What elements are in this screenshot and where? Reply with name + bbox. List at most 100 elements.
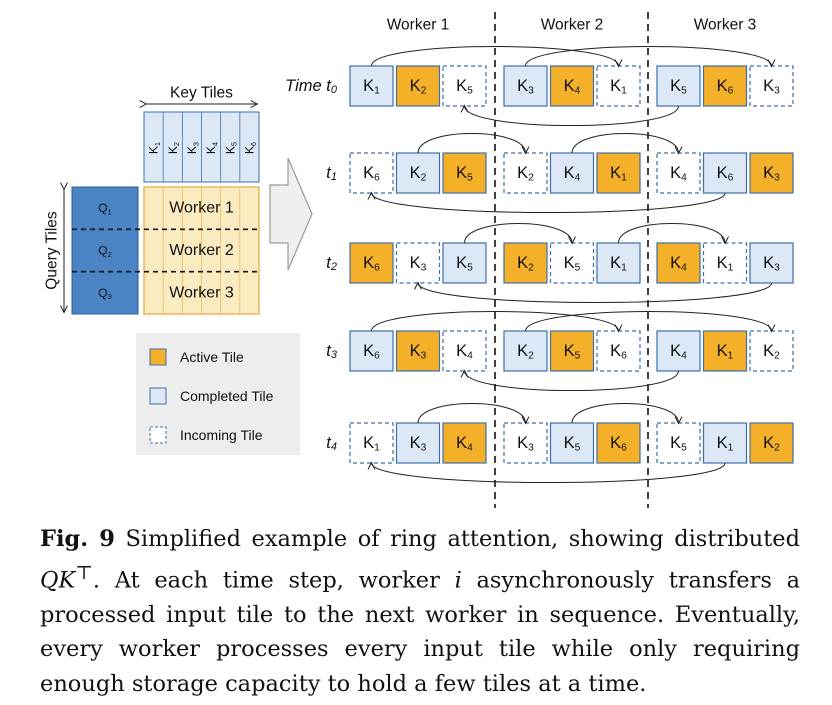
tile-incoming — [596, 330, 641, 372]
time-step-label: Time t0 — [285, 77, 338, 96]
tile-label: K2 — [410, 164, 427, 183]
query-tile-label: Q2 — [98, 244, 111, 259]
tile-completed — [503, 330, 548, 372]
tile-label: K3 — [410, 254, 427, 273]
key-tile-label: K4 — [204, 142, 219, 154]
tile-active — [656, 242, 701, 284]
tile-completed — [349, 330, 394, 372]
query-tiles-title: Query Tiles — [44, 211, 61, 290]
wraparound-arrow — [372, 193, 726, 213]
tile-incoming — [503, 422, 548, 464]
tile-active — [349, 242, 394, 284]
transfer-arrow — [371, 46, 619, 67]
tile-active — [749, 152, 794, 194]
tile-label: K5 — [564, 434, 581, 453]
tile-label: K1 — [363, 77, 380, 96]
tile-incoming — [549, 242, 595, 284]
tile-label: K2 — [763, 342, 780, 361]
transfer-arrow — [417, 403, 526, 424]
tile-active — [596, 422, 641, 464]
tile-label: K3 — [763, 254, 780, 273]
tile-completed — [596, 242, 641, 284]
tile-label: K6 — [363, 164, 380, 183]
tile-active — [702, 330, 748, 372]
caption-text-2: . At each time step, worker — [92, 567, 440, 593]
tile-label: K5 — [456, 77, 473, 96]
key-tile-label: K2 — [166, 142, 181, 154]
tile-completed — [503, 65, 548, 107]
tile-label: K1 — [610, 164, 627, 183]
transfer-arrow — [525, 46, 772, 67]
tile-label: K3 — [763, 164, 780, 183]
key-tile-label: K3 — [185, 142, 200, 154]
caption-text-3: asynchronously transfers a processed inp… — [40, 567, 801, 697]
tile-label: K5 — [564, 342, 581, 361]
query-tiles-block — [71, 186, 139, 315]
tile-incoming — [749, 65, 794, 107]
worker-column-header: Worker 1 — [387, 17, 450, 34]
tile-active — [749, 422, 794, 464]
tile-label: K2 — [763, 434, 780, 453]
legend-swatch-completed — [149, 387, 167, 405]
key-tile-label: K6 — [242, 142, 257, 154]
worker-row-label: Worker 3 — [169, 284, 234, 301]
legend-label-incoming: Incoming Tile — [180, 427, 263, 443]
tile-incoming — [395, 242, 441, 284]
tile-completed — [656, 330, 701, 372]
transfer-arrow — [417, 133, 526, 154]
worker-row-label: Worker 1 — [169, 200, 234, 217]
tile-label: K3 — [517, 77, 534, 96]
tile-active — [596, 152, 641, 194]
tile-incoming — [349, 422, 394, 464]
tile-label: K4 — [564, 164, 581, 183]
tile-active — [702, 65, 748, 107]
wraparound-arrow — [465, 106, 679, 126]
tile-label: K2 — [517, 164, 534, 183]
tile-label: K4 — [670, 342, 687, 361]
key-tile-label: K5 — [223, 142, 238, 154]
tile-completed — [749, 242, 794, 284]
tile-label: K1 — [610, 254, 627, 273]
tile-label: K4 — [670, 164, 687, 183]
tile-completed — [349, 65, 394, 107]
worker-column-header: Worker 2 — [541, 17, 604, 34]
time-step-label: t3 — [326, 342, 338, 361]
wraparound-arrow — [372, 463, 726, 483]
tile-label: K5 — [670, 434, 687, 453]
tile-completed — [549, 422, 595, 464]
tile-label: K5 — [670, 77, 687, 96]
tile-incoming — [442, 330, 487, 372]
caption-math-i: i — [454, 567, 462, 593]
legend-label-completed: Completed Tile — [180, 388, 274, 404]
caption-label: Fig. 9 — [40, 526, 115, 552]
tile-label: K1 — [717, 342, 734, 361]
tile-label: K6 — [610, 434, 627, 453]
transfer-arrow — [371, 311, 619, 332]
figure-caption: Fig. 9 Simplified example of ring attent… — [40, 522, 800, 701]
tile-label: K2 — [517, 254, 534, 273]
tile-label: K1 — [717, 434, 734, 453]
caption-math-transpose: ⊤ — [75, 562, 93, 584]
wraparound-arrow — [418, 283, 772, 303]
tile-active — [442, 152, 487, 194]
tile-label: K3 — [410, 434, 427, 453]
time-step-label: t4 — [326, 434, 337, 453]
tile-label: K3 — [517, 434, 534, 453]
query-tile-label: Q1 — [98, 201, 111, 216]
tile-incoming — [442, 65, 487, 107]
tile-active — [442, 422, 487, 464]
tile-label: K6 — [363, 254, 380, 273]
tile-label: K2 — [517, 342, 534, 361]
worker-row-label: Worker 2 — [169, 242, 234, 259]
transfer-arrow — [525, 311, 772, 332]
tile-label: K6 — [610, 342, 627, 361]
tile-label: K5 — [456, 254, 473, 273]
tile-label: K5 — [456, 164, 473, 183]
tile-label: K4 — [456, 434, 473, 453]
tile-incoming — [596, 65, 641, 107]
legend-swatch-incoming — [149, 426, 167, 444]
transfer-arrow — [571, 403, 679, 424]
tile-incoming — [749, 330, 794, 372]
